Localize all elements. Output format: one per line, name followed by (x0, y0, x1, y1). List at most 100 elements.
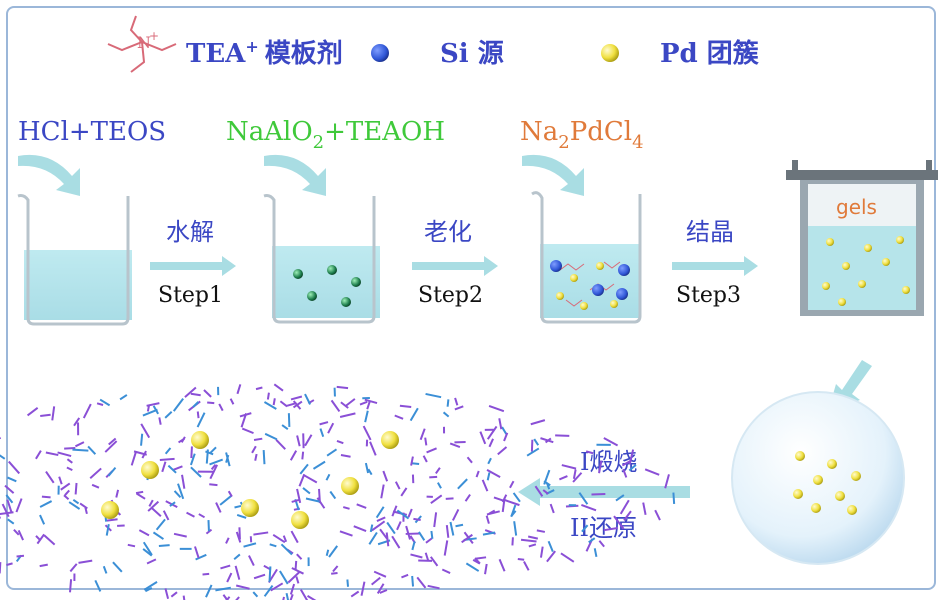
framework-bond (396, 509, 410, 520)
framework-bond (560, 552, 575, 563)
framework-bond (290, 395, 303, 401)
framework-bond (644, 468, 660, 476)
framework-bond (588, 537, 596, 544)
framework-bond (342, 506, 350, 510)
framework-bond (152, 531, 164, 540)
beaker-2-glass (263, 194, 376, 324)
framework-bond (523, 561, 530, 571)
framework-bond (0, 516, 1, 519)
legend-tea: TEA+模板剂 (186, 37, 343, 69)
framework-bond (233, 553, 241, 561)
framework-bond (558, 475, 568, 481)
framework-bond (325, 473, 331, 481)
framework-bond (344, 398, 356, 408)
tea-n-label: N (137, 33, 151, 52)
framework-bond (382, 470, 389, 482)
framework-bond (474, 557, 481, 565)
framework-bond (485, 515, 490, 524)
framework-bond (57, 451, 72, 458)
framework-bond (329, 490, 337, 500)
framework-bond (578, 492, 589, 505)
framework-bond (371, 520, 386, 532)
framework-bond (254, 453, 258, 461)
framework-bond (158, 417, 162, 425)
framework-bond (484, 563, 488, 575)
framework-bond (198, 513, 206, 519)
framework-bond (282, 596, 285, 600)
framework-bond (461, 533, 473, 544)
autoclave-lid (786, 170, 938, 180)
framework-bond (433, 512, 438, 528)
step-2-zh: 老化 (424, 218, 472, 246)
framework-bond (298, 473, 306, 487)
framework-bond (547, 540, 554, 553)
framework-bond (141, 450, 147, 459)
framework-bond (465, 562, 480, 572)
framework-bond (63, 494, 70, 501)
framework-bond (299, 463, 309, 475)
framework-bond (509, 480, 515, 489)
framework-bond (177, 483, 185, 500)
framework-bond (304, 393, 312, 405)
framework-bond (488, 509, 496, 515)
beaker-2-liquid (272, 246, 380, 318)
framework-bond (517, 557, 525, 561)
framework-bond (66, 458, 73, 464)
framework-bond (621, 459, 632, 467)
framework-bond (379, 589, 388, 594)
framework-bond (64, 446, 76, 450)
framework-bond (367, 468, 373, 476)
framework-bond (72, 498, 80, 505)
framework-bond (252, 591, 259, 598)
framework-bond (435, 467, 441, 474)
framework-bond (172, 397, 184, 412)
framework-bond (291, 567, 304, 575)
autoclave-particles (822, 236, 910, 306)
framework-bond (272, 533, 286, 544)
framework-bond (362, 425, 372, 441)
framework-bond (39, 514, 46, 525)
framework-bond (546, 550, 556, 563)
framework-bond (6, 562, 13, 566)
framework-bond (664, 474, 670, 489)
framework-bond (530, 419, 546, 426)
framework-bond (400, 487, 408, 497)
framework-bond (598, 540, 605, 548)
framework-bond (253, 573, 266, 580)
framework-bond (457, 478, 468, 490)
framework-bond (325, 549, 330, 556)
outer-frame (6, 6, 936, 590)
framework-bond (26, 407, 39, 417)
beaker-1-glass (17, 194, 130, 326)
framework-bond (119, 394, 128, 401)
framework-bond (419, 428, 426, 441)
framework-bond (263, 401, 277, 410)
framework-bond (486, 469, 501, 479)
framework-bond (285, 592, 290, 600)
framework-bond (603, 437, 619, 447)
framework-bond (613, 515, 625, 530)
framework-bond (218, 403, 224, 412)
framework-bond (287, 571, 301, 584)
framework-bond (161, 461, 167, 473)
framework-bond (205, 584, 213, 598)
framework-bond (411, 462, 420, 466)
framework-bond (371, 576, 381, 586)
framework-bond (102, 565, 108, 574)
framework-bond (542, 489, 549, 495)
framework-bond (6, 476, 17, 483)
framework-bond (386, 521, 396, 535)
framework-bond (486, 425, 498, 440)
framework-bond (162, 510, 170, 521)
step-2-en: Step2 (418, 283, 483, 308)
step-1-en: Step1 (158, 283, 223, 308)
framework-bond (346, 579, 350, 587)
step-1-zh: 水解 (166, 218, 214, 246)
framework-bond (209, 464, 219, 480)
framework-bond (4, 484, 15, 494)
framework-bond (615, 494, 625, 502)
framework-bond (396, 521, 402, 531)
framework-bond (623, 510, 632, 521)
framework-pd-cluster (341, 477, 359, 495)
framework-bond (272, 398, 276, 406)
